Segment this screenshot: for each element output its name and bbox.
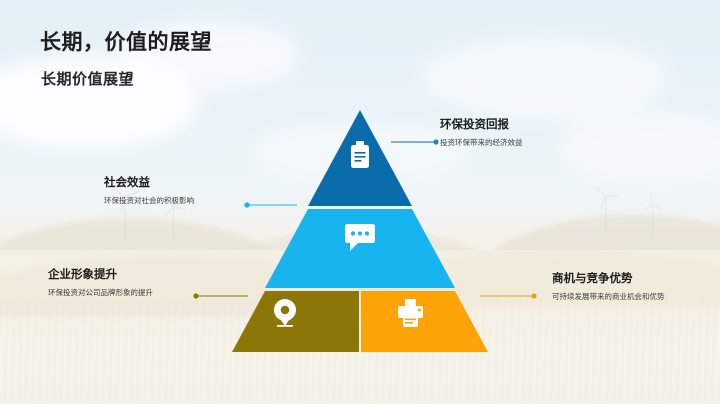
callout-title: 企业形象提升 [48, 269, 117, 281]
pyramid-tier-bottom-left[interactable] [232, 291, 359, 352]
cloud-shape [120, 20, 300, 90]
clipboard-icon [351, 141, 369, 168]
connector-bottom-left [193, 293, 248, 299]
pyramid-tier-middle[interactable] [265, 209, 455, 288]
callout-description: 可持续发展带来的商业机会和优势 [552, 292, 665, 301]
callout-middle-left[interactable]: 社会效益 环保投资对社会的积极影响 [104, 176, 254, 207]
connector-bottom-right [480, 293, 537, 299]
callout-title: 商机与竞争优势 [552, 273, 633, 285]
callout-description: 投资环保带来的经济效益 [440, 138, 523, 147]
cloud-shape [420, 35, 670, 120]
connector-middle-left [244, 202, 297, 208]
callout-description: 环保投资对社会的积极影响 [104, 196, 194, 205]
cloud-shape [560, 110, 720, 180]
page-subtitle: 长期价值展望 [41, 71, 135, 88]
callout-bottom-right[interactable]: 商机与竞争优势 可持续发展带来的商业机会和优势 [552, 272, 677, 303]
printer-icon [398, 299, 423, 327]
callout-title: 社会效益 [104, 177, 150, 189]
pyramid-tier-bottom-right[interactable] [361, 291, 488, 352]
callout-top-right[interactable]: 环保投资回报 投资环保带来的经济效益 [440, 118, 590, 149]
callout-title: 环保投资回报 [440, 119, 509, 131]
ground-texture [0, 300, 720, 404]
chat-bubble-icon [345, 224, 375, 251]
callout-description: 环保投资对公司品牌形象的提升 [48, 288, 153, 297]
connector-top-right [391, 139, 439, 145]
page-title: 长期，价值的展望 [40, 31, 212, 54]
callout-bottom-left[interactable]: 企业形象提升 环保投资对公司品牌形象的提升 [48, 268, 173, 299]
location-pin-icon [274, 299, 296, 327]
